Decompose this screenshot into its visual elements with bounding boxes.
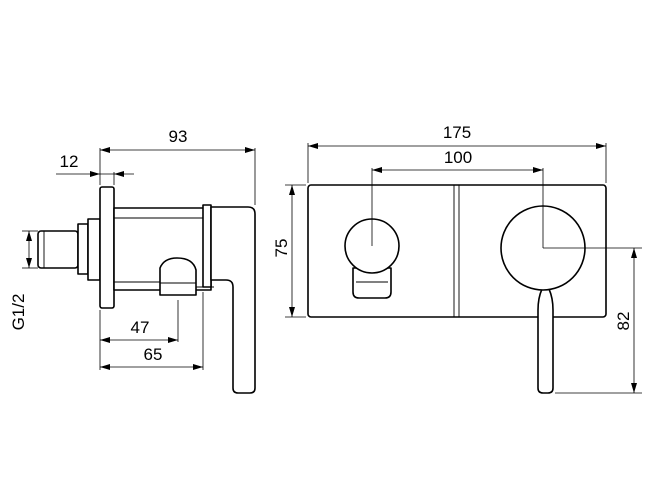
dim-label-thread: G1/2 <box>9 294 28 331</box>
front-view <box>307 184 607 394</box>
dim-label-100: 100 <box>444 148 472 167</box>
front-view-dimensions: 175 100 75 82 <box>272 123 642 394</box>
flange-plate <box>99 186 115 309</box>
cover-plate-edge <box>202 204 212 288</box>
thread-stub <box>37 223 89 275</box>
dim-label-93: 93 <box>169 127 188 146</box>
lever-handle <box>210 206 256 394</box>
side-view-dimensions: 93 12 G1/2 47 65 <box>9 127 256 370</box>
dim-label-12: 12 <box>60 152 79 171</box>
side-view <box>37 186 256 394</box>
dim-label-65: 65 <box>144 345 163 364</box>
valve-collar <box>87 218 101 281</box>
dim-label-75: 75 <box>272 239 291 258</box>
dim-label-82: 82 <box>614 312 633 331</box>
dim-label-175: 175 <box>443 123 471 142</box>
dim-label-47: 47 <box>131 318 150 337</box>
